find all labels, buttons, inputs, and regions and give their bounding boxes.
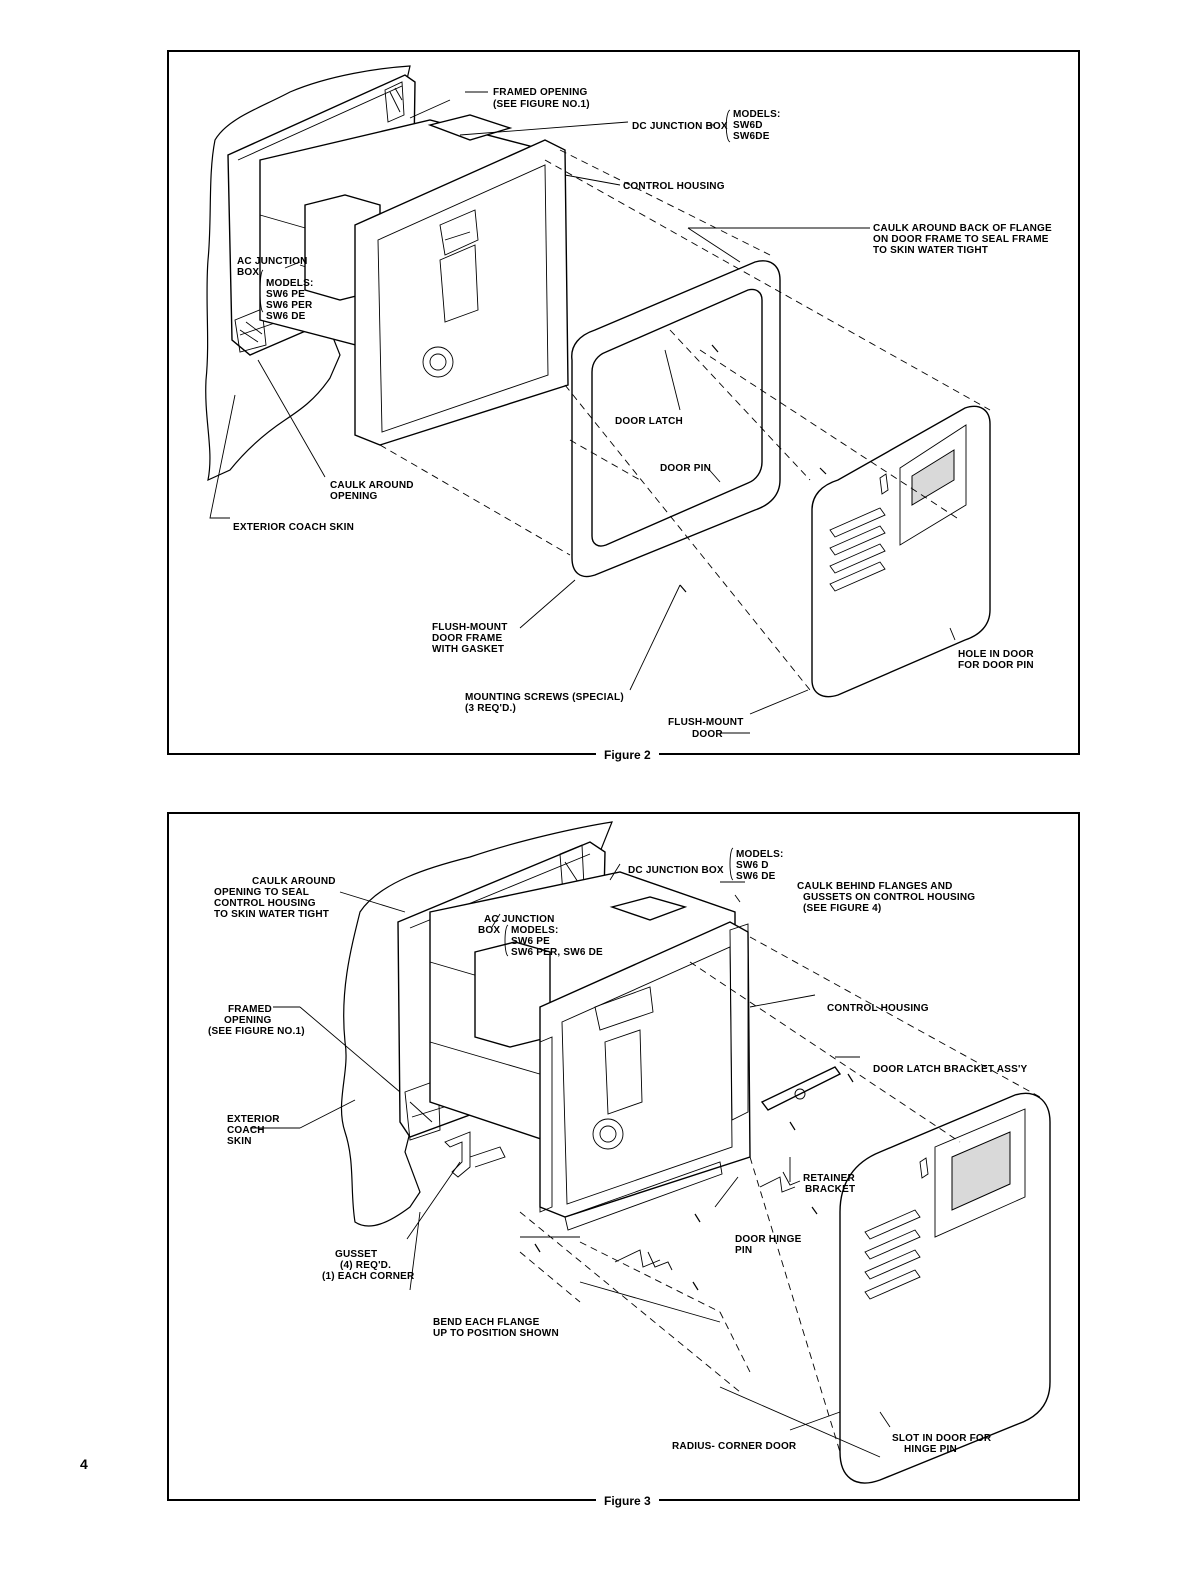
- label-caulk-opening-4: TO SKIN WATER TIGHT: [214, 909, 329, 920]
- label-framed-opening-2: OPENING: [224, 1015, 272, 1026]
- figure-3-caption: Figure 3: [596, 1494, 659, 1508]
- label-caulk-around-opening: CAULK AROUND: [330, 480, 414, 491]
- label-control-housing: CONTROL HOUSING: [623, 181, 725, 192]
- label-framed-opening-ref: (SEE FIGURE NO.1): [493, 99, 590, 110]
- label-caulk-behind-3: (SEE FIGURE 4): [803, 903, 881, 914]
- retainer-bracket: [759, 1171, 801, 1193]
- projection-lines: [379, 149, 991, 691]
- label-gusset: GUSSET: [335, 1249, 377, 1260]
- label-caulk-opening-2: OPENING TO SEAL: [214, 887, 309, 898]
- label-exterior-coach-skin: EXTERIOR COACH SKIN: [233, 522, 354, 533]
- figure-2-diagram: FRAMED OPENING (SEE FIGURE NO.1) DC JUNC…: [205, 65, 1052, 740]
- label-door-pin: DOOR PIN: [660, 463, 711, 474]
- label-control-housing: CONTROL HOUSING: [827, 1003, 929, 1014]
- mounting-screws: [679, 344, 827, 593]
- label-dc-models: MODELS:: [736, 849, 784, 860]
- label-mounting-screws-2: (3 REQ'D.): [465, 703, 516, 714]
- figure-2-caption: Figure 2: [596, 748, 659, 762]
- exterior-coach-skin-outline: [205, 65, 411, 482]
- label-caulk-behind-flanges: CAULK BEHIND FLANGES AND: [797, 881, 953, 892]
- label-slot-in-door: SLOT IN DOOR FOR: [892, 1433, 992, 1444]
- mounting-screws: [534, 1073, 854, 1291]
- label-framed-opening: FRAMED OPENING: [493, 87, 587, 98]
- dc-junction-box: [609, 896, 688, 921]
- label-gusset-3: (1) EACH CORNER: [322, 1271, 415, 1282]
- label-ac-model-sw6de: SW6 DE: [266, 311, 306, 322]
- label-door-latch-bracket: DOOR LATCH BRACKET ASS'Y: [873, 1064, 1028, 1075]
- label-dc-model-sw6de: SW6DE: [733, 131, 770, 142]
- label-caulk-around-opening: CAULK AROUND: [252, 876, 336, 887]
- label-bend-flange-2: UP TO POSITION SHOWN: [433, 1328, 559, 1339]
- label-dc-model-sw6d: SW6 D: [736, 860, 769, 871]
- label-dc-junction-box: DC JUNCTION BOX: [632, 121, 728, 132]
- label-caulk-flange-2: ON DOOR FRAME TO SEAL FRAME: [873, 234, 1049, 245]
- label-framed-opening: FRAMED: [228, 1004, 272, 1015]
- label-dc-models: MODELS:: [733, 109, 781, 120]
- label-caulk-flange-3: TO SKIN WATER TIGHT: [873, 245, 988, 256]
- label-retainer-2: BRACKET: [805, 1184, 855, 1195]
- label-ac-model-sw6pe: SW6 PE: [266, 289, 305, 300]
- label-exterior-2: COACH: [227, 1125, 265, 1136]
- gusset: [444, 1131, 506, 1178]
- label-bend-each-flange: BEND EACH FLANGE: [433, 1317, 540, 1328]
- label-mounting-screws: MOUNTING SCREWS (SPECIAL): [465, 692, 624, 703]
- label-ac-box: BOX: [237, 267, 259, 278]
- label-framed-opening-ref: (SEE FIGURE NO.1): [208, 1026, 305, 1037]
- label-exterior-3: SKIN: [227, 1136, 252, 1147]
- label-hole-door-2: FOR DOOR PIN: [958, 660, 1034, 671]
- label-flush-mount-door-frame: FLUSH-MOUNT: [432, 622, 508, 633]
- dc-junction-box: [427, 114, 513, 141]
- label-caulk-opening-2: OPENING: [330, 491, 378, 502]
- label-ac-model-sw6per-de: SW6 PER, SW6 DE: [511, 947, 603, 958]
- label-exterior-coach-skin: EXTERIOR: [227, 1114, 280, 1125]
- label-ac-junction-box: AC JUNCTION: [484, 914, 555, 925]
- figure-3-diagram: CAULK AROUND OPENING TO SEAL CONTROL HOU…: [208, 821, 1051, 1484]
- label-ac-box: BOX: [478, 925, 500, 936]
- label-door-latch: DOOR LATCH: [615, 416, 683, 427]
- label-dc-model-sw6d: SW6D: [733, 120, 763, 131]
- label-ac-junction-box: AC JUNCTION: [237, 256, 308, 267]
- label-hole-in-door: HOLE IN DOOR: [958, 649, 1034, 660]
- label-caulk-flange: CAULK AROUND BACK OF FLANGE: [873, 223, 1052, 234]
- label-slot-door-2: HINGE PIN: [904, 1444, 957, 1455]
- label-retainer-bracket: RETAINER: [803, 1173, 856, 1184]
- control-housing-flange: [354, 139, 569, 446]
- label-caulk-opening-3: CONTROL HOUSING: [214, 898, 316, 909]
- door-louvers: [829, 507, 886, 592]
- label-door-hinge-2: PIN: [735, 1245, 752, 1256]
- label-ac-model-sw6per: SW6 PER: [266, 300, 313, 311]
- door-louvers: [864, 1209, 921, 1300]
- radius-corner-door: [839, 1092, 1051, 1484]
- page-number: 4: [80, 1456, 88, 1472]
- projection-lines: [519, 871, 1041, 1453]
- label-ac-model-sw6pe: SW6 PE: [511, 936, 550, 947]
- door-vent-window: [899, 424, 967, 546]
- exterior-coach-skin-outline: [340, 821, 613, 1227]
- label-flush-frame-3: WITH GASKET: [432, 644, 504, 655]
- label-gusset-2: (4) REQ'D.: [340, 1260, 391, 1271]
- label-dc-model-sw6de: SW6 DE: [736, 871, 776, 882]
- label-radius-corner-door: RADIUS- CORNER DOOR: [672, 1441, 797, 1452]
- label-ac-models: MODELS:: [266, 278, 314, 289]
- label-ac-models: MODELS:: [511, 925, 559, 936]
- label-door-hinge-pin: DOOR HINGE: [735, 1234, 802, 1245]
- label-caulk-behind-2: GUSSETS ON CONTROL HOUSING: [803, 892, 975, 903]
- label-flush-mount-door: FLUSH-MOUNT: [668, 717, 744, 728]
- door-vent-window: [934, 1108, 1026, 1238]
- label-flush-door-2: DOOR: [692, 729, 723, 740]
- door-latch-bracket-assy: [760, 1066, 842, 1111]
- label-dc-junction-box: DC JUNCTION BOX: [628, 865, 724, 876]
- label-flush-frame-2: DOOR FRAME: [432, 633, 502, 644]
